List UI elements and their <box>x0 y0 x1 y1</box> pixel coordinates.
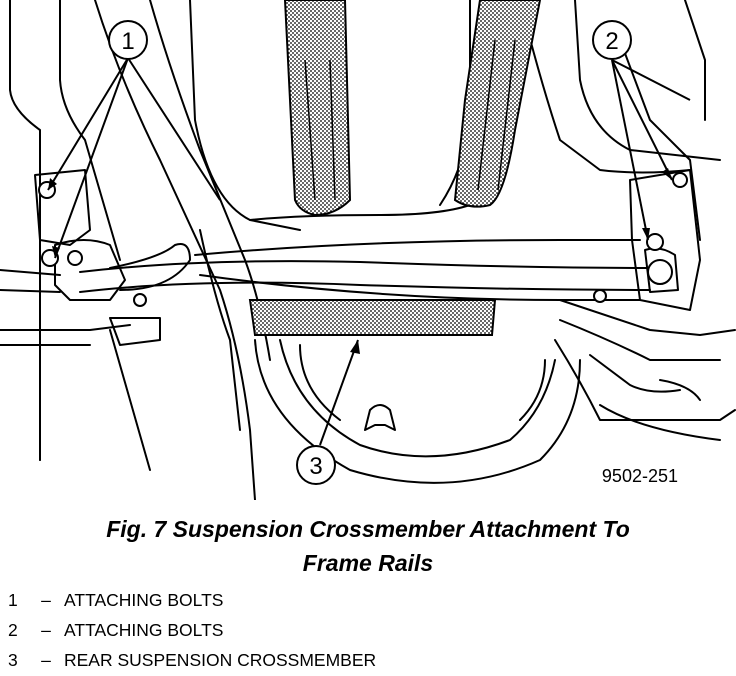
bolt-2b <box>646 233 664 251</box>
callout-3-label: 3 <box>309 453 322 480</box>
leader-2b <box>611 59 649 241</box>
caption-line-2: Frame Rails <box>302 550 434 576</box>
leader-2c <box>611 59 691 101</box>
callout-1 <box>108 20 148 60</box>
legend-text: ATTACHING BOLTS <box>64 620 224 640</box>
legend-number: 2 <box>8 620 18 640</box>
legend: 1–ATTACHING BOLTS 2–ATTACHING BOLTS 3–RE… <box>8 585 376 675</box>
legend-number: 3 <box>8 650 18 670</box>
left-frame-rail <box>94 0 256 500</box>
legend-dash: – <box>41 620 51 640</box>
legend-text: REAR SUSPENSION CROSSMEMBER <box>64 650 377 670</box>
callout-2 <box>592 20 632 60</box>
rear-suspension-crossmember <box>248 299 497 336</box>
leader-2a <box>611 59 673 181</box>
figure-id: 9502-251 <box>602 466 678 486</box>
left-frame-edge <box>9 0 41 461</box>
right-hatched-member <box>453 0 542 208</box>
callout-1-label: 1 <box>121 28 134 55</box>
left-bracket <box>34 169 91 246</box>
legend-dash: – <box>41 590 51 610</box>
legend-text: ATTACHING BOLTS <box>64 590 224 610</box>
legend-number: 1 <box>8 590 18 610</box>
bolt-2a <box>672 172 688 188</box>
callout-2-label: 2 <box>605 28 618 55</box>
spare-tire-well <box>254 339 581 484</box>
leader-1a <box>47 57 129 191</box>
suspension-diagram: 1 2 3 9502-251 <box>0 0 736 500</box>
legend-item: 3 –REAR SUSPENSION CROSSMEMBER <box>8 645 376 675</box>
callout-3 <box>296 445 336 485</box>
crossmember-rail <box>79 260 651 273</box>
leader-3 <box>319 339 359 446</box>
caption-line-1: Fig. 7 Suspension Crossmember Attachment… <box>106 516 630 542</box>
left-hatched-member <box>283 0 352 217</box>
legend-item: 1 –ATTACHING BOLTS <box>8 585 376 615</box>
legend-item: 2 –ATTACHING BOLTS <box>8 615 376 645</box>
legend-dash: – <box>41 650 51 670</box>
leader-1b <box>54 57 129 259</box>
leader-1c <box>127 57 221 201</box>
